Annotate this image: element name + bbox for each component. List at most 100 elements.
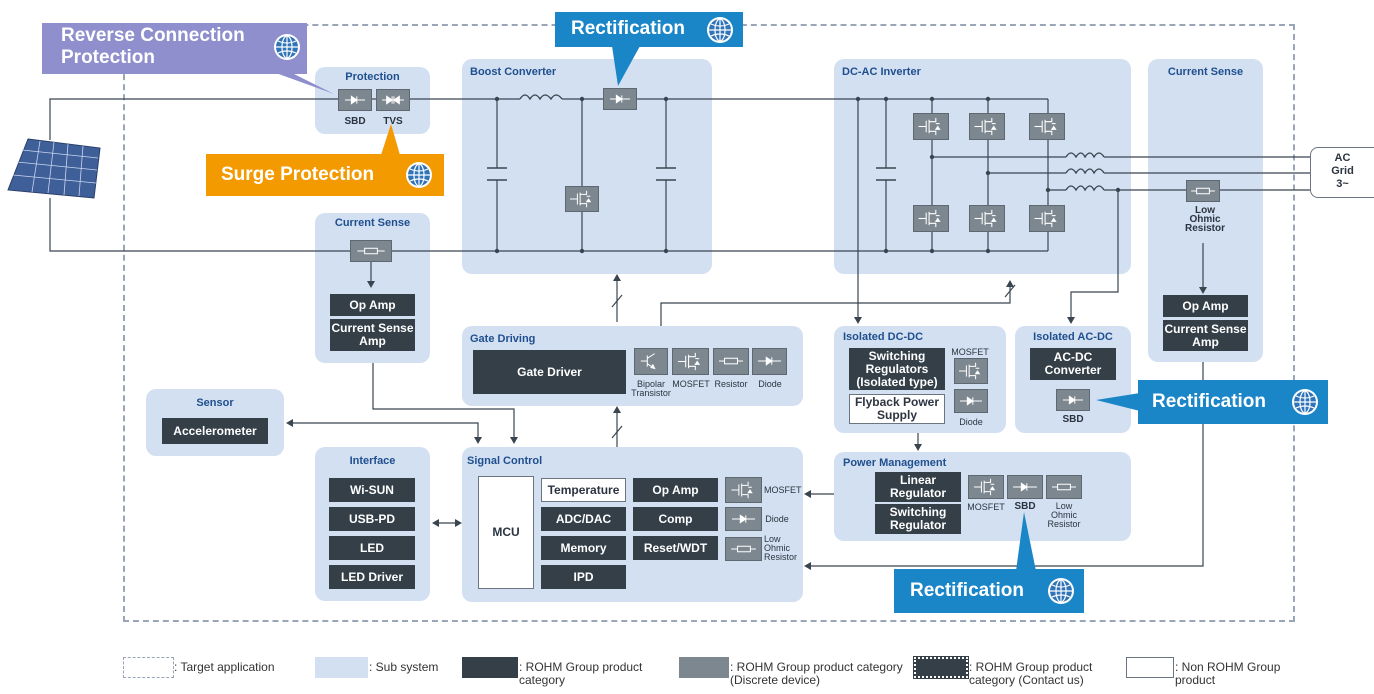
legend-sub-swatch bbox=[315, 657, 368, 678]
boost-converter-title: Boost Converter bbox=[470, 66, 557, 78]
mosfet-icon bbox=[1034, 117, 1057, 136]
legend-target-text: : Target application bbox=[174, 660, 275, 674]
resistor-icon bbox=[1052, 483, 1076, 491]
iso-diode-device bbox=[954, 389, 988, 413]
subsystem-boost-converter bbox=[462, 59, 712, 274]
inverter-mosfet-1 bbox=[913, 113, 949, 140]
pm-mosfet-label: MOSFET bbox=[967, 502, 1005, 512]
accelerometer[interactable]: Accelerometer bbox=[162, 418, 268, 444]
globe-icon[interactable] bbox=[1290, 387, 1320, 417]
interface-title: Interface bbox=[349, 455, 396, 467]
low-ohmic-resistor-label-right: Low Ohmic Resistor bbox=[1185, 205, 1226, 234]
isolated-dc-dc-title: Isolated DC-DC bbox=[843, 331, 924, 343]
diode-icon bbox=[345, 95, 365, 105]
linear-regulator[interactable]: Linear Regulator bbox=[875, 472, 961, 502]
gate-diode-label: Diode bbox=[758, 379, 782, 389]
globe-icon[interactable] bbox=[705, 15, 735, 45]
reverse-connection-callout: Reverse Connection Protection bbox=[42, 23, 307, 74]
rectification-top-text: Rectification bbox=[571, 18, 686, 39]
diode-icon bbox=[610, 94, 630, 104]
resistor-icon bbox=[357, 247, 385, 255]
current-sense-amp-left[interactable]: Current Sense Amp bbox=[330, 319, 415, 351]
bipolar-transistor-device bbox=[634, 348, 668, 375]
solar-panel-icon bbox=[7, 138, 101, 199]
inverter-mosfet-2 bbox=[969, 113, 1005, 140]
current-sense-right-title: Current Sense bbox=[1167, 66, 1244, 78]
legend-non-rohm-swatch bbox=[1126, 657, 1174, 678]
switching-regulators-isolated[interactable]: Switching Regulators (Isolated type) bbox=[849, 348, 945, 390]
interface-usb-pd[interactable]: USB-PD bbox=[329, 507, 415, 531]
sensor-title: Sensor bbox=[196, 397, 234, 409]
globe-icon[interactable] bbox=[1046, 576, 1076, 606]
rectification-bottom-text: Rectification bbox=[910, 580, 1025, 601]
mosfet-icon bbox=[678, 352, 701, 371]
surge-protection-text: Surge Protection bbox=[221, 164, 375, 185]
protection-title: Protection bbox=[345, 71, 400, 83]
gate-driver[interactable]: Gate Driver bbox=[473, 350, 626, 394]
adc-dac[interactable]: ADC/DAC bbox=[541, 507, 626, 531]
acdc-sbd-label: SBD bbox=[1062, 414, 1084, 425]
op-amp-right[interactable]: Op Amp bbox=[1163, 295, 1248, 317]
legend-sub-text: : Sub system bbox=[369, 660, 439, 674]
interface-wi-sun[interactable]: Wi-SUN bbox=[329, 478, 415, 502]
pm-resistor-label: Low Ohmic Resistor bbox=[1047, 501, 1081, 529]
rectification-callout-top: Rectification bbox=[555, 12, 743, 47]
gate-diode-device bbox=[752, 348, 787, 375]
tvs-icon bbox=[382, 95, 404, 105]
diode-icon bbox=[960, 396, 982, 406]
interface-led[interactable]: LED bbox=[329, 536, 415, 560]
gate-mosfet-label: MOSFET bbox=[672, 379, 710, 389]
shunt-resistor-left bbox=[350, 240, 392, 262]
gate-mosfet-device bbox=[672, 348, 709, 375]
ac-grid-line3: 3~ bbox=[1336, 178, 1349, 190]
mosfet-icon bbox=[570, 190, 592, 208]
pm-sbd-device bbox=[1007, 475, 1043, 499]
boost-mosfet bbox=[565, 186, 599, 212]
interface-led-driver[interactable]: LED Driver bbox=[329, 565, 415, 589]
capacitor-icon bbox=[487, 167, 896, 181]
memory[interactable]: Memory bbox=[541, 536, 626, 560]
flyback-power-supply[interactable]: Flyback Power Supply bbox=[849, 394, 945, 424]
op-amp-left[interactable]: Op Amp bbox=[330, 294, 415, 316]
signal-mosfet-device bbox=[725, 477, 762, 503]
pm-resistor-device bbox=[1046, 475, 1082, 499]
reset-wdt[interactable]: Reset/WDT bbox=[633, 536, 718, 560]
sbd-protection-device bbox=[338, 89, 372, 111]
comparator[interactable]: Comp bbox=[633, 507, 718, 531]
ipd[interactable]: IPD bbox=[541, 565, 626, 589]
mosfet-icon bbox=[974, 478, 996, 496]
subsystem-dc-ac-inverter bbox=[834, 59, 1131, 274]
reverse-connection-text: Reverse Connection Protection bbox=[61, 25, 245, 68]
inverter-mosfet-3 bbox=[1029, 113, 1065, 140]
mosfet-icon bbox=[918, 117, 941, 136]
diode-icon bbox=[732, 514, 755, 524]
iso-mosfet-label: MOSFET bbox=[951, 347, 989, 357]
gate-resistor-label: Resistor bbox=[714, 379, 748, 389]
surge-protection-callout: Surge Protection bbox=[206, 154, 444, 196]
boost-rectification-diode bbox=[603, 88, 637, 110]
bipolar-transistor-icon bbox=[640, 353, 656, 370]
bipolar-transistor-label: Bipolar Transistor bbox=[631, 379, 671, 398]
mosfet-icon bbox=[1034, 209, 1057, 228]
signal-control-title: Signal Control bbox=[467, 455, 543, 467]
rectification-callout-right: Rectification bbox=[1138, 380, 1328, 424]
legend-discrete-swatch bbox=[679, 657, 729, 678]
switching-regulator[interactable]: Switching Regulator bbox=[875, 504, 961, 534]
diode-icon bbox=[1063, 395, 1083, 405]
signal-diode-label: Diode bbox=[765, 514, 789, 524]
legend-non-rohm-text: : Non ROHM Group product bbox=[1175, 660, 1281, 687]
globe-icon[interactable] bbox=[272, 32, 302, 62]
iso-mosfet-device bbox=[954, 358, 988, 384]
globe-icon[interactable] bbox=[404, 160, 434, 190]
mcu[interactable]: MCU bbox=[478, 476, 534, 589]
mosfet-icon bbox=[918, 209, 941, 228]
op-amp-signal[interactable]: Op Amp bbox=[633, 478, 718, 502]
temperature-sensor[interactable]: Temperature bbox=[541, 478, 626, 502]
current-sense-amp-right[interactable]: Current Sense Amp bbox=[1163, 320, 1248, 351]
ac-dc-converter[interactable]: AC-DC Converter bbox=[1030, 348, 1116, 380]
inverter-mosfet-5 bbox=[969, 205, 1005, 232]
ac-grid-line2: Grid bbox=[1331, 165, 1354, 177]
inductor-icon bbox=[519, 94, 1105, 192]
pm-mosfet-device bbox=[968, 475, 1004, 499]
dc-ac-inverter-title: DC-AC Inverter bbox=[842, 66, 921, 78]
